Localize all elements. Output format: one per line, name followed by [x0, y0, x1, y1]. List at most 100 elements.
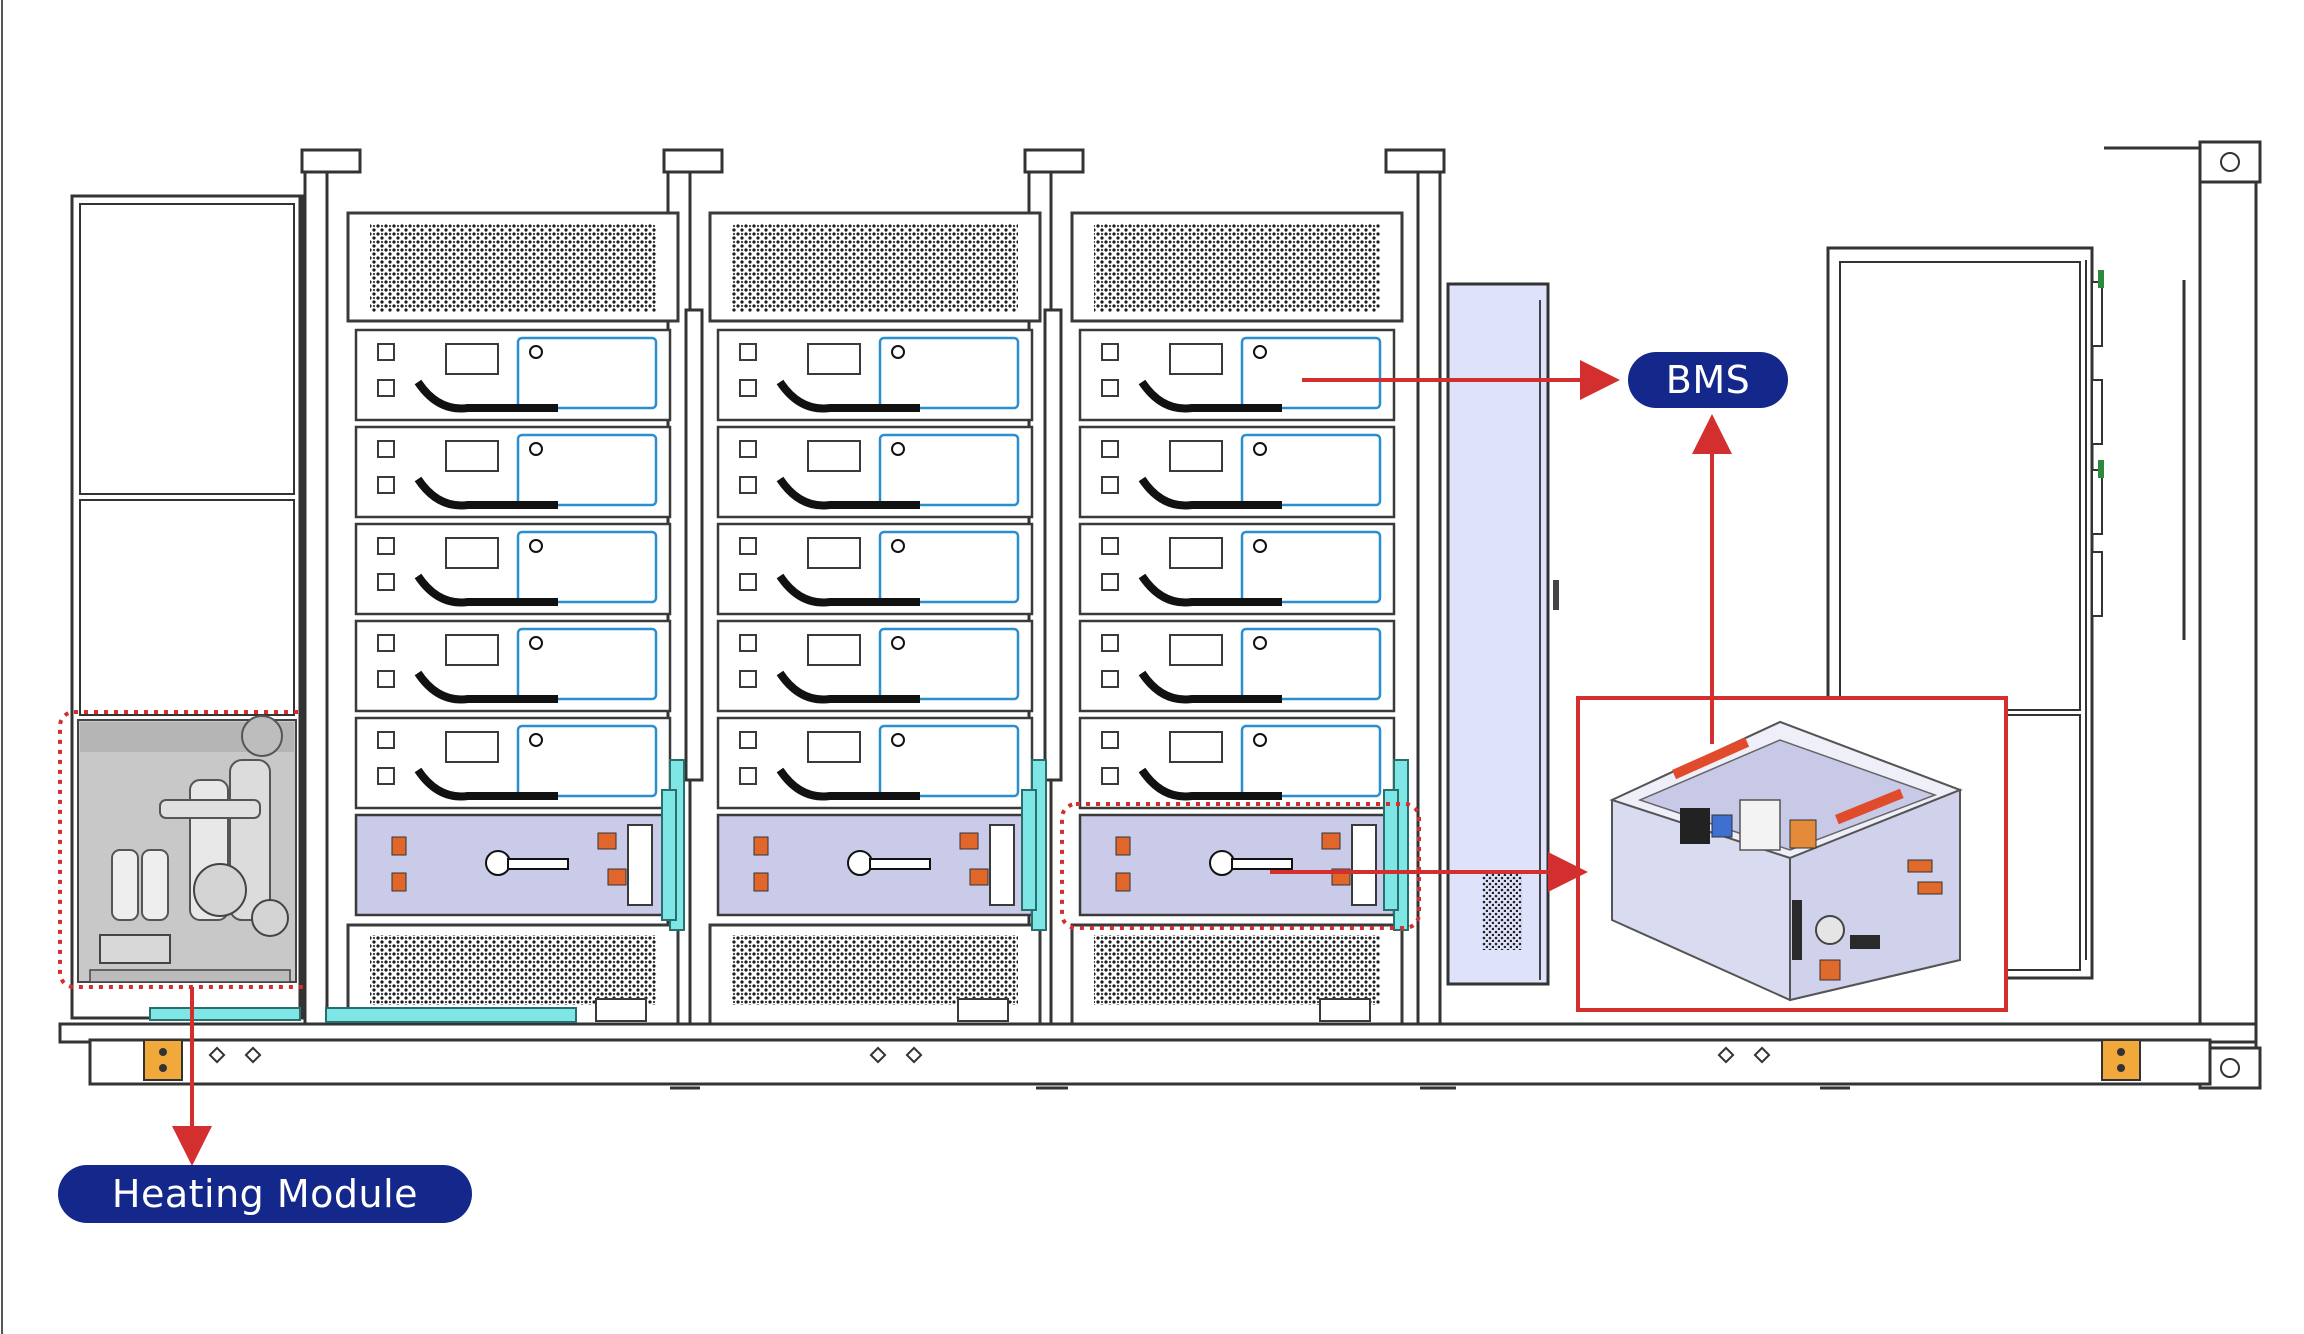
control-switch — [485, 850, 511, 876]
module-connector — [891, 345, 905, 359]
module-display — [807, 440, 861, 472]
control-terminal — [1321, 832, 1341, 850]
base-rail — [58, 1022, 2258, 1090]
battery-rack — [346, 211, 685, 1027]
module-cooling-plate — [1240, 336, 1382, 410]
rack-top-vent — [370, 224, 656, 312]
module-connector — [1253, 442, 1267, 456]
module-connector — [1253, 636, 1267, 650]
rack-foot — [1319, 998, 1371, 1022]
module-connector — [529, 733, 543, 747]
module-cooling-plate — [1240, 530, 1382, 604]
bms-highlight — [1060, 802, 1421, 930]
rack-bottom-vent — [732, 935, 1018, 1005]
module-port — [1101, 767, 1119, 785]
module-display — [1169, 440, 1223, 472]
module-port — [739, 767, 757, 785]
module-display — [807, 343, 861, 375]
module-connector — [529, 539, 543, 553]
module-cooling-plate — [1240, 433, 1382, 507]
module-connector — [529, 636, 543, 650]
module-connector — [1253, 345, 1267, 359]
module-cable — [414, 476, 558, 510]
module-port — [739, 343, 757, 361]
control-terminal — [607, 868, 627, 886]
module-port — [739, 670, 757, 688]
module-port — [377, 537, 395, 555]
module-port — [739, 731, 757, 749]
module-cooling-plate — [878, 724, 1020, 798]
module-display — [445, 537, 499, 569]
module-port — [1101, 476, 1119, 494]
module-cable — [414, 670, 558, 704]
battery-rack — [708, 211, 1047, 1027]
module-display — [1169, 537, 1223, 569]
module-port — [377, 573, 395, 591]
module-port — [1101, 379, 1119, 397]
module-port — [739, 379, 757, 397]
module-cable — [1138, 767, 1282, 801]
rack-bottom-vent — [370, 935, 656, 1005]
module-cooling-plate — [878, 336, 1020, 410]
module-connector — [529, 345, 543, 359]
rack-top-vent — [732, 224, 1018, 312]
heating-module-graphic — [77, 715, 297, 983]
module-display — [1169, 634, 1223, 666]
module-cable — [1138, 379, 1282, 413]
control-terminal — [597, 832, 617, 850]
module-cooling-plate — [878, 530, 1020, 604]
module-port — [377, 379, 395, 397]
module-port — [1101, 731, 1119, 749]
module-port — [739, 573, 757, 591]
control-switch-handle — [869, 858, 931, 870]
module-display — [445, 440, 499, 472]
module-port — [1101, 343, 1119, 361]
control-terminal — [753, 872, 769, 892]
module-port — [377, 476, 395, 494]
heating-module-label: Heating Module — [58, 1165, 472, 1223]
control-terminal — [753, 836, 769, 856]
module-port — [1101, 634, 1119, 652]
control-terminal — [391, 836, 407, 856]
module-cable — [1138, 573, 1282, 607]
module-display — [807, 731, 861, 763]
module-cable — [776, 476, 920, 510]
module-display — [1169, 731, 1223, 763]
control-terminal — [391, 872, 407, 892]
module-cooling-plate — [516, 724, 658, 798]
rack-foot — [957, 998, 1009, 1022]
rack-foot — [595, 998, 647, 1022]
module-port — [377, 670, 395, 688]
module-cable — [414, 379, 558, 413]
module-cooling-plate — [516, 530, 658, 604]
side-panel — [1446, 282, 1559, 986]
module-cable — [414, 573, 558, 607]
module-port — [1101, 440, 1119, 458]
module-port — [377, 634, 395, 652]
module-cooling-plate — [516, 336, 658, 410]
control-side-plate — [1351, 824, 1377, 906]
connector-arrows — [172, 360, 1732, 1166]
module-port — [739, 634, 757, 652]
module-display — [807, 537, 861, 569]
module-port — [739, 440, 757, 458]
bms-label: BMS — [1628, 352, 1788, 408]
control-switch — [847, 850, 873, 876]
module-cable — [414, 767, 558, 801]
rack-bottom-vent — [1094, 935, 1380, 1005]
module-connector — [1253, 733, 1267, 747]
module-cooling-plate — [516, 433, 658, 507]
module-connector — [891, 442, 905, 456]
control-box — [354, 813, 672, 917]
control-switch-handle — [507, 858, 569, 870]
control-terminal — [959, 832, 979, 850]
module-display — [445, 634, 499, 666]
control-terminal — [1115, 836, 1131, 856]
module-cooling-plate — [1240, 627, 1382, 701]
module-connector — [891, 636, 905, 650]
control-terminal — [969, 868, 989, 886]
module-connector — [1253, 539, 1267, 553]
module-cooling-plate — [516, 627, 658, 701]
module-connector — [891, 733, 905, 747]
